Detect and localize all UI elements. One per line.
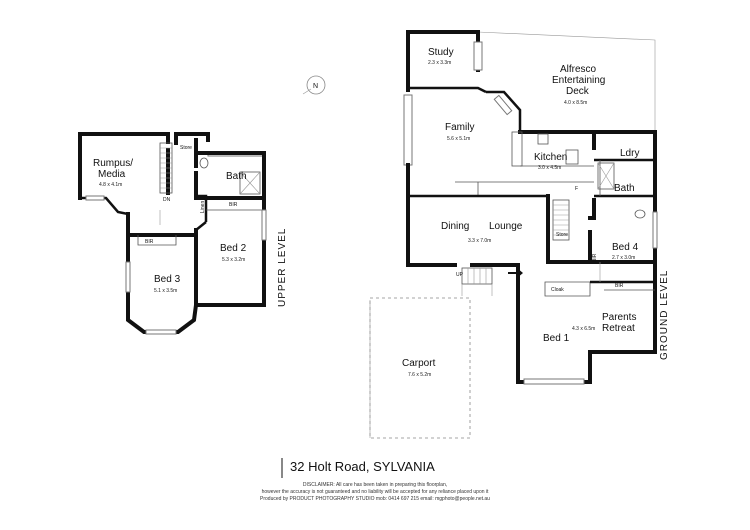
rumpus-dim: 4.8 x 4.1m [99, 182, 122, 188]
entry-stair [461, 267, 493, 285]
family-dim: 5.6 x 5.1m [447, 136, 470, 142]
upper-stair [159, 142, 173, 194]
ground-level-plan [369, 30, 658, 439]
kitchen-label: Kitchen [534, 152, 567, 163]
disclaimer-line-2: however the accuracy is not guaranteed a… [262, 489, 489, 495]
alfresco-dim: 4.0 x 8.5m [564, 100, 587, 106]
bed2-dim: 5.3 x 3.2m [222, 257, 245, 263]
compass-icon: N [302, 75, 326, 95]
address-title: 32 Holt Road, SYLVANIA [290, 459, 435, 474]
ground-store-label: Store [556, 232, 568, 238]
alfresco-label-3: Deck [566, 86, 590, 97]
fridge-label: F [575, 186, 578, 192]
ldry-label: Ldry [620, 148, 639, 159]
entry-up-label: UP [456, 272, 464, 278]
bed3-dim: 5.1 x 3.5m [154, 288, 177, 294]
entry-arrow-icon [508, 268, 523, 278]
compass-label: N [313, 83, 318, 90]
bed1-dim: 4.3 x 6.5m [572, 326, 595, 332]
study-dim: 2.3 x 3.3m [428, 60, 451, 66]
rumpus-label-1: Rumpus/ [93, 158, 133, 169]
upper-dn-label: DN [163, 197, 171, 203]
cloak-label: Cloak [551, 287, 564, 293]
ground-level-label: GROUND LEVEL [659, 270, 670, 360]
parents-label-1: Parents [602, 312, 636, 323]
lounge-label: Lounge [489, 221, 523, 232]
carport-dim: 7.6 x 5.2m [408, 372, 431, 378]
bed1-label: Bed 1 [543, 333, 570, 344]
study-label: Study [428, 47, 454, 58]
alfresco-label-1: Alfresco [560, 64, 597, 75]
address-block: 32 Holt Road, SYLVANIA [281, 458, 435, 478]
bed4-label: Bed 4 [612, 242, 639, 253]
bed4-dim: 2.7 x 3.0m [612, 255, 635, 261]
dining-label: Dining [441, 221, 469, 232]
alfresco-label-2: Entertaining [552, 75, 605, 86]
linen-label: Linen [200, 201, 206, 213]
bed2-bir-label: BIR [229, 202, 238, 208]
rumpus-label-2: Media [98, 169, 126, 180]
upper-store-label: Store [180, 145, 192, 151]
carport-label: Carport [402, 358, 436, 369]
parents-label-2: Retreat [602, 323, 635, 334]
bed1-bir-label: BIR [615, 283, 624, 289]
ground-bath-label: Bath [614, 183, 635, 194]
disclaimer-line-1: DISCLAIMER: All care has been taken in p… [303, 482, 447, 488]
bed3-bir-label: BIR [145, 239, 154, 245]
upper-bath-label: Bath [226, 171, 247, 182]
bed4-bir-label: BIR [592, 253, 598, 262]
dining-lounge-dim: 3.3 x 7.0m [468, 238, 491, 244]
kitchen-dim: 3.0 x 4.5m [538, 165, 561, 171]
ground-stair [552, 199, 570, 241]
disclaimer-line-3: Produced by PRODUCT PHOTOGRAPHY STUDIO m… [260, 496, 490, 502]
upper-level-plan [78, 132, 267, 335]
upper-level-label: UPPER LEVEL [277, 228, 288, 307]
bed3-label: Bed 3 [154, 274, 181, 285]
bed2-label: Bed 2 [220, 243, 247, 254]
family-label: Family [445, 122, 474, 133]
